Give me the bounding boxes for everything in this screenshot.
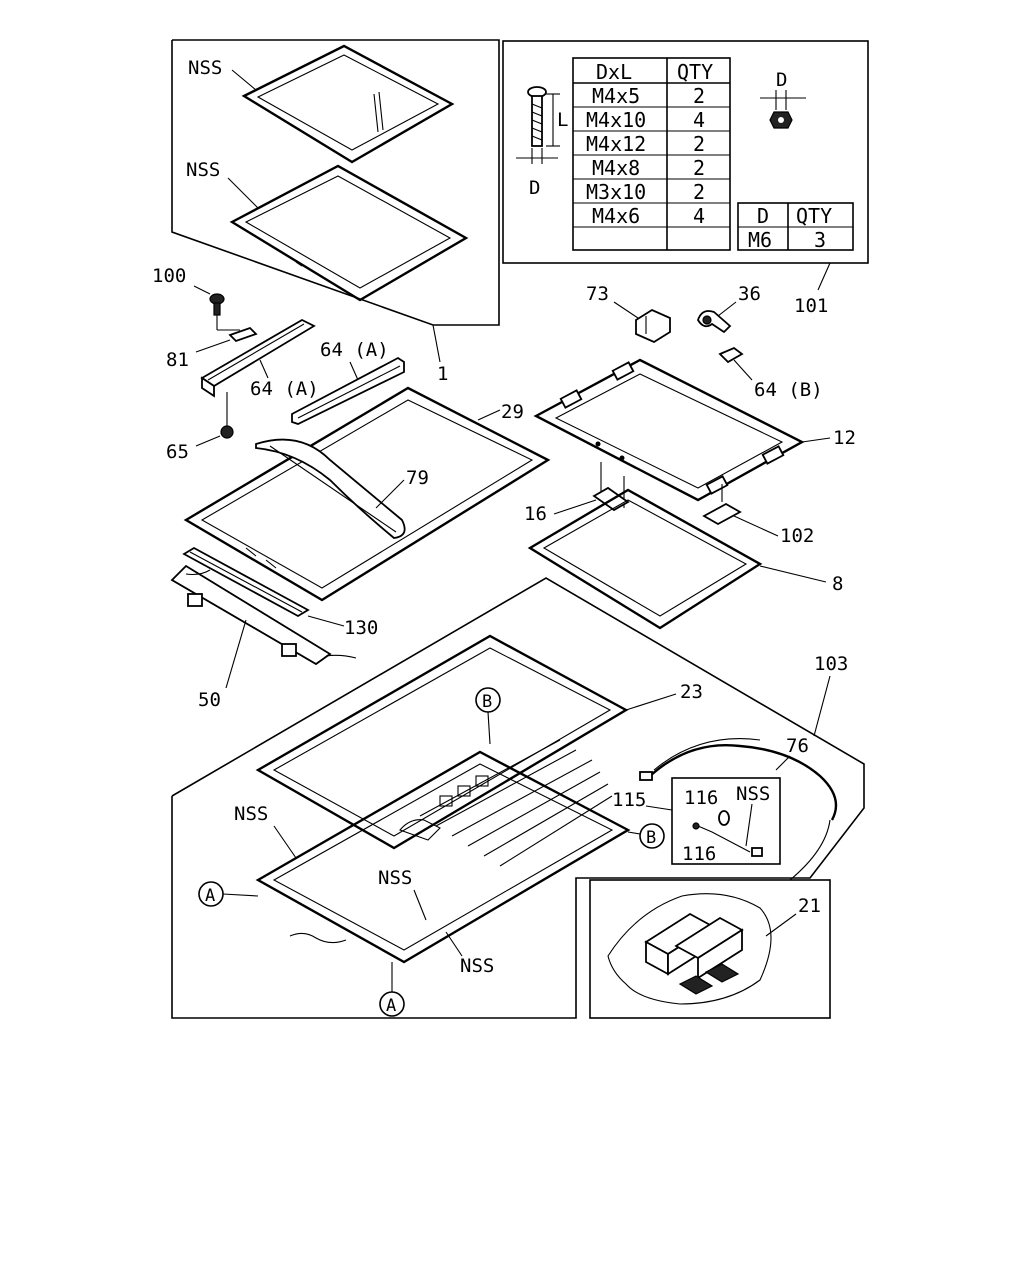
screw-header-qty: QTY (677, 60, 713, 84)
glass-panel-box: NSS NSS 1 (171, 39, 500, 385)
screw-size: M4x12 (586, 132, 646, 156)
label-16: 16 (524, 503, 547, 525)
screw-size: M3x10 (586, 180, 646, 204)
label-21: 21 (798, 895, 821, 917)
label-nss-bottom: NSS (460, 955, 494, 977)
label-29: 29 (501, 401, 524, 423)
nut-qty: 3 (814, 228, 826, 252)
label-101: 101 (794, 295, 828, 317)
label-65: 65 (166, 441, 189, 463)
hardware-box: DxL QTY M4x5 2 M4x10 4 M4x12 2 M4x8 2 M3… (502, 40, 869, 317)
label-nss-left: NSS (234, 803, 268, 825)
ref-a-left: A (205, 886, 215, 906)
label-73: 73 (586, 283, 609, 305)
label-nss-box: NSS (736, 783, 770, 805)
screw-size: M4x5 (592, 84, 640, 108)
label-23: 23 (680, 681, 703, 703)
screw-qty: 2 (693, 132, 705, 156)
label-1: 1 (437, 363, 448, 385)
label-100: 100 (152, 265, 186, 287)
label-nss-center: NSS (378, 867, 412, 889)
nut-header-qty: QTY (796, 204, 832, 228)
screw-qty: 2 (693, 156, 705, 180)
label-130: 130 (344, 617, 378, 639)
frame-29-group: 29 79 (183, 386, 551, 602)
screw-qty: 2 (693, 84, 705, 108)
dim-l: L (557, 109, 568, 131)
ref-b-right: B (646, 828, 656, 848)
label-116a: 116 (684, 787, 718, 809)
label-36: 36 (738, 283, 761, 305)
label-12: 12 (833, 427, 856, 449)
label-64b: 64 (B) (754, 379, 823, 401)
label-103: 103 (814, 653, 848, 675)
label-8: 8 (832, 573, 843, 595)
glass-carrier-group: 73 36 64 (B) 12 16 102 8 (524, 283, 856, 630)
label-81: 81 (166, 349, 189, 371)
harness-group: 76 115 116 NSS 116 (612, 735, 838, 881)
screw-icon: L D (516, 86, 568, 199)
motor-kit-box: 21 (589, 879, 831, 1019)
label-64a-top: 64 (A) (320, 339, 389, 361)
label-76: 76 (786, 735, 809, 757)
label-nss-top: NSS (188, 57, 222, 79)
ref-b-top: B (482, 692, 492, 712)
screw-size: M4x10 (586, 108, 646, 132)
label-79: 79 (406, 467, 429, 489)
label-102: 102 (780, 525, 814, 547)
label-115: 115 (612, 789, 646, 811)
nut-size: M6 (748, 228, 772, 252)
screw-size: M4x8 (592, 156, 640, 180)
screw-size: M4x6 (592, 204, 640, 228)
rail-bracket-group: 100 81 64 (A) 65 64 (A) (152, 265, 405, 463)
ref-a-bottom: A (386, 996, 396, 1016)
screw-header-dxl: DxL (596, 60, 632, 84)
nut-table: D QTY M6 3 (737, 202, 854, 252)
screw-table: DxL QTY M4x5 2 M4x10 4 M4x12 2 M4x8 2 M3… (572, 57, 731, 251)
screw-qty: 4 (693, 108, 705, 132)
nut-header-d: D (757, 204, 769, 228)
screw-qty: 2 (693, 180, 705, 204)
label-nss-mid: NSS (186, 159, 220, 181)
housing-box: 23 B B A A NSS NSS NSS 103 (171, 577, 865, 1019)
dim-d-nut: D (776, 69, 787, 91)
label-116b: 116 (682, 843, 716, 865)
label-50: 50 (198, 689, 221, 711)
nut-icon: D (760, 69, 806, 129)
screw-qty: 4 (693, 204, 705, 228)
drain-strip-group: 130 50 (170, 546, 378, 711)
label-64a-left: 64 (A) (250, 378, 319, 400)
dim-d-screw: D (529, 177, 540, 199)
